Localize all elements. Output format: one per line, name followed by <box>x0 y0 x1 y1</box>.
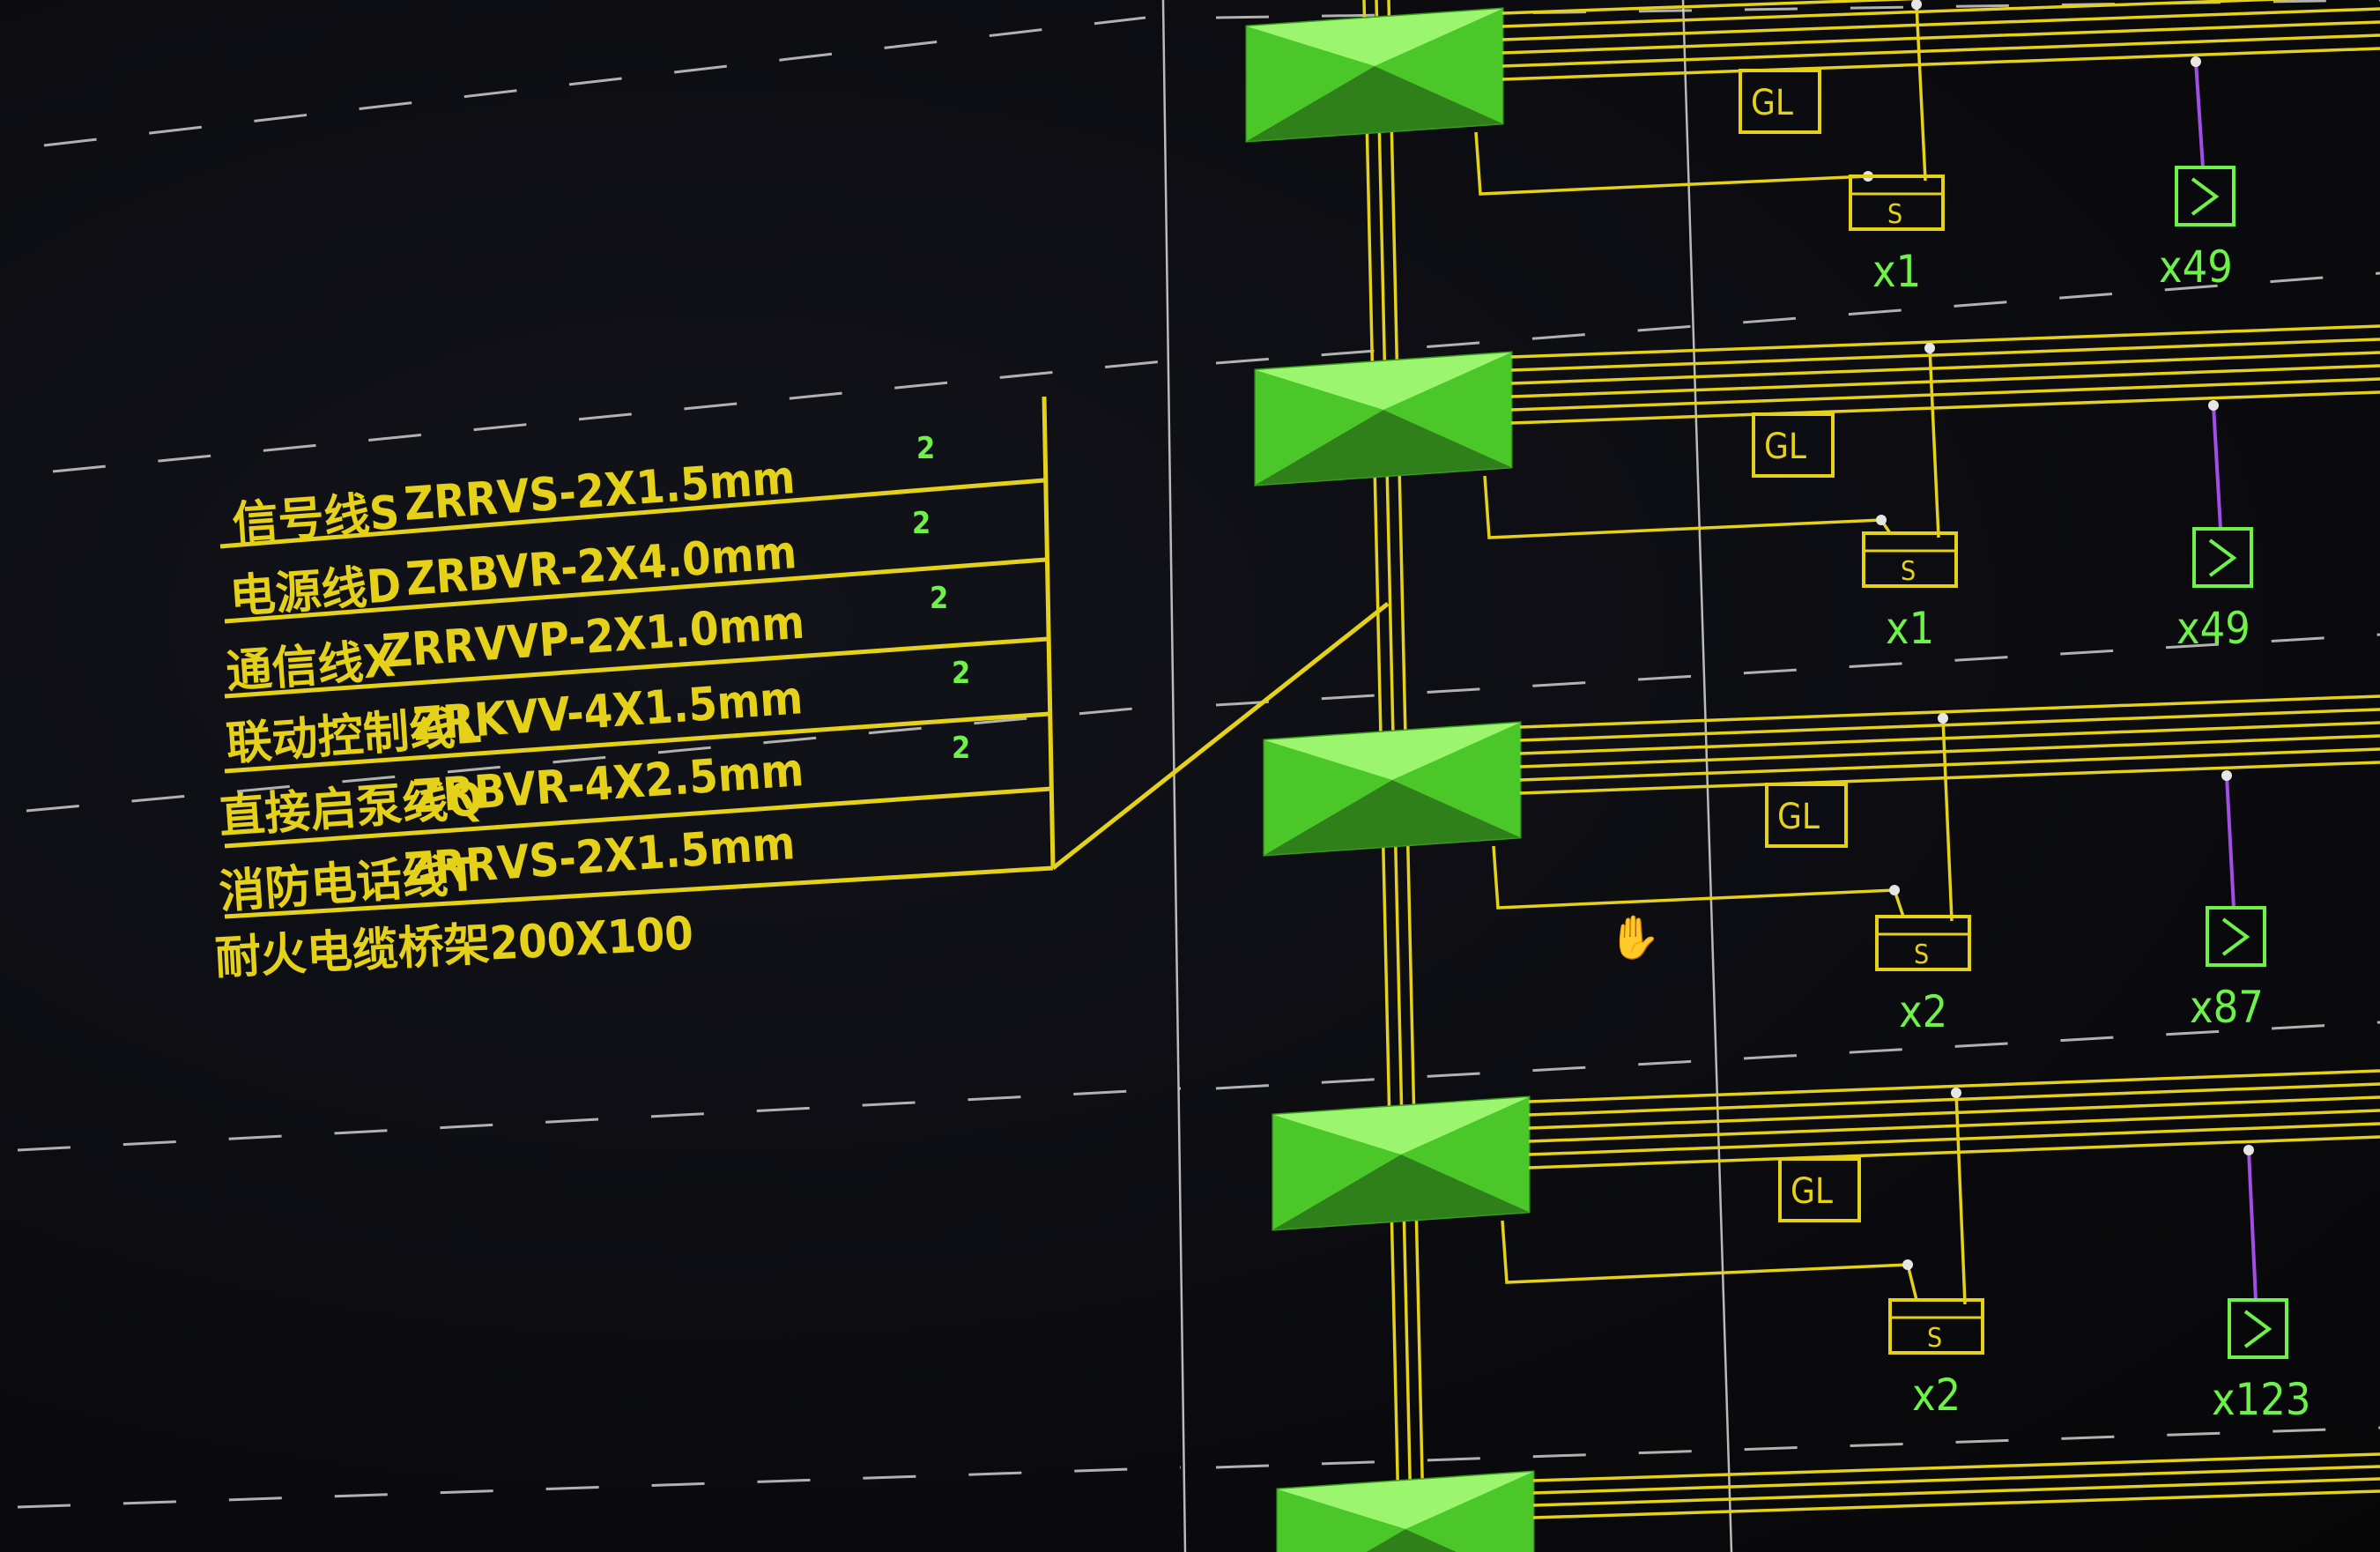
vertical-grid-line <box>1681 0 1733 1552</box>
legend-footer: 耐火电缆桥架200X100 <box>214 908 695 985</box>
hand-cursor-icon: ✋ <box>1608 913 1661 962</box>
gl-label: GL <box>1764 427 1806 467</box>
s-count: x2 <box>1899 986 1947 1037</box>
detector-module[interactable] <box>2228 1298 2288 1359</box>
legend-row-mark: 2 <box>916 431 935 466</box>
legend-leaders <box>219 396 1390 919</box>
gl-box[interactable]: GL <box>1739 69 1821 134</box>
gl-label: GL <box>1751 83 1793 123</box>
legend-row-name: 电源线D <box>228 560 404 624</box>
legend-row-name: 通信线X <box>225 635 397 699</box>
s-module[interactable]: S <box>1875 915 1971 971</box>
floor-branch: GL Sx2 x87 <box>1263 694 2380 1037</box>
legend-row-spec: ZRRVS-2X1.5mm <box>403 451 797 531</box>
s-module[interactable]: S <box>1849 175 1945 231</box>
gl-label: GL <box>1791 1171 1833 1212</box>
legend-row-spec: ZRRVVP-2X1.0mm <box>381 597 806 679</box>
floor-branch: GL Sx1 x49 <box>1254 324 2380 654</box>
floor-module[interactable] <box>1254 351 1513 486</box>
legend-row-mark: 2 <box>930 581 948 616</box>
floor-module[interactable] <box>1263 721 1522 857</box>
s-label: S <box>1887 199 1902 230</box>
detector-module[interactable] <box>2175 166 2235 226</box>
detector-count: x87 <box>2190 982 2264 1033</box>
legend-row-mark: 2 <box>952 731 970 766</box>
floor-module[interactable] <box>1276 1470 1535 1552</box>
gl-box[interactable]: GL <box>1752 412 1835 478</box>
floor-branch: GL Sx2 x123 <box>1272 1069 2380 1425</box>
gl-box[interactable]: GL <box>1778 1157 1861 1222</box>
gl-box[interactable]: GL <box>1765 783 1848 848</box>
floor-branch <box>1276 1452 2380 1552</box>
s-module[interactable]: S <box>1888 1298 1984 1355</box>
s-count: x1 <box>1886 603 1934 654</box>
legend-row-mark: 2 <box>912 506 930 541</box>
s-count: x1 <box>1872 246 1921 297</box>
gl-label: GL <box>1777 797 1820 837</box>
detector-count: x123 <box>2212 1374 2310 1425</box>
s-label: S <box>1914 939 1929 970</box>
s-label: S <box>1901 556 1916 587</box>
floor-module[interactable] <box>1272 1095 1531 1231</box>
s-count: x2 <box>1912 1370 1961 1421</box>
legend-row-mark: 2 <box>952 656 970 691</box>
detector-count: x49 <box>2159 241 2233 293</box>
floor-branch: GL Sx1 x49 <box>1245 0 2380 297</box>
detector-module[interactable] <box>2192 527 2253 588</box>
legend-row-spec: ZRKVV-4X1.5mm <box>411 672 804 752</box>
detector-count: x49 <box>2176 603 2250 654</box>
legend-row-name: 信号线S <box>231 486 401 551</box>
floor-module[interactable] <box>1245 7 1504 143</box>
vertical-grid-line <box>1161 0 1187 1552</box>
s-label: S <box>1927 1323 1942 1354</box>
detector-module[interactable] <box>2206 906 2266 967</box>
s-module[interactable]: S <box>1862 531 1958 588</box>
